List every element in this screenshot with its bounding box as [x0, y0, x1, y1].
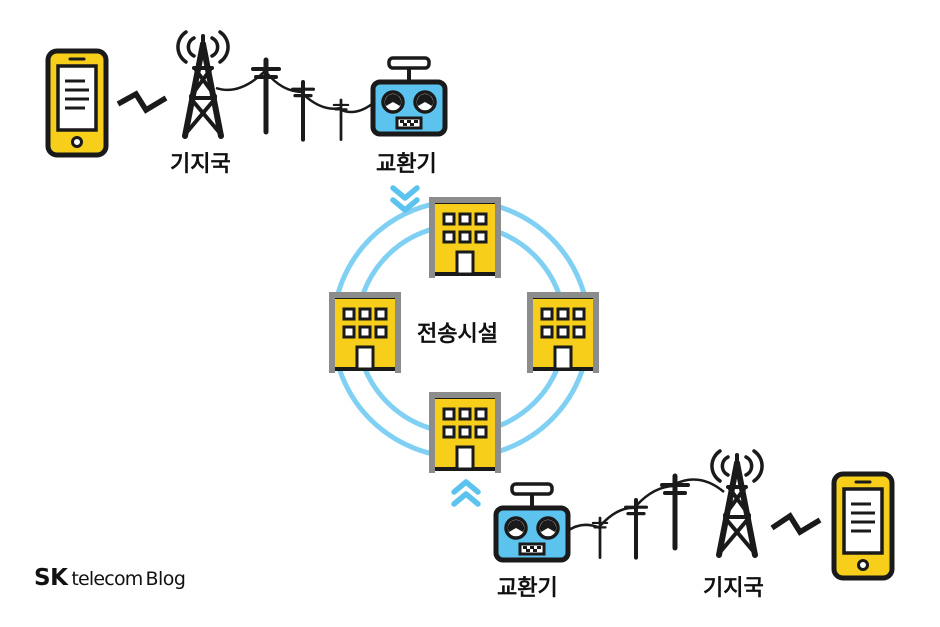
exchange-machine-icon — [496, 484, 568, 560]
label-base-station-top: 기지국 — [170, 152, 231, 177]
building-icon — [427, 390, 503, 475]
utility-pole-icon — [332, 98, 350, 141]
lightning-signal-icon — [116, 90, 168, 114]
utility-pole-icon — [591, 516, 609, 559]
lightning-signal-icon — [770, 512, 822, 536]
utility-pole-icon — [293, 82, 314, 140]
utility-pole-icon — [662, 476, 688, 548]
brand-blog: Blog — [145, 568, 186, 590]
label-transmission: 전송시설 — [417, 322, 498, 347]
chevron-down-icon — [393, 188, 417, 210]
label-exchange-top: 교환기 — [376, 152, 437, 177]
building-icon — [525, 290, 601, 375]
label-base-station-bottom: 기지국 — [703, 576, 764, 601]
chevron-up-icon — [454, 482, 478, 504]
building-icon — [327, 290, 403, 375]
smartphone-icon — [834, 474, 892, 578]
utility-pole-icon — [626, 500, 647, 558]
cell-tower-icon — [178, 32, 228, 136]
building-icon — [427, 195, 503, 280]
cell-tower-icon — [712, 451, 762, 555]
utility-pole-icon — [253, 60, 279, 132]
smartphone-icon — [48, 51, 106, 155]
exchange-machine-icon — [373, 58, 445, 134]
brand-telecom: telecom — [71, 568, 143, 590]
label-exchange-bottom: 교환기 — [497, 576, 558, 601]
brand-sk: SK — [34, 565, 68, 591]
